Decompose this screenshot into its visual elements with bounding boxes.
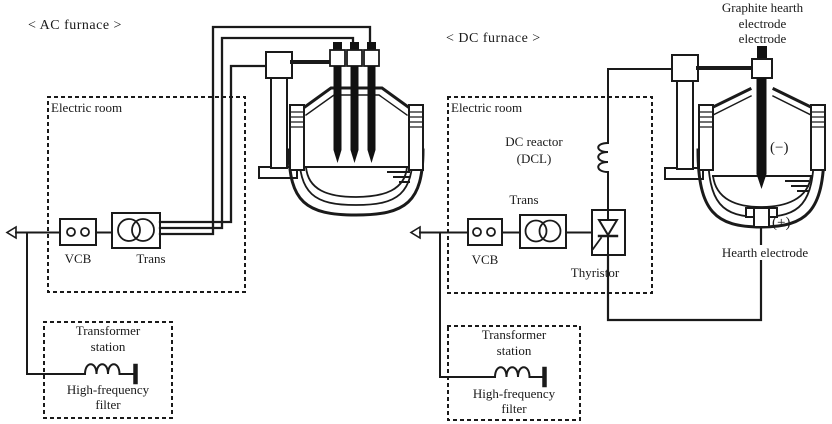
- dc-reactor-coil-icon: [597, 141, 610, 174]
- ac-supply-wires: [15, 231, 113, 375]
- dc-supply-arrow-icon: [409, 225, 421, 240]
- ac-electric-room-box: [47, 96, 246, 293]
- ac-transformer-station-box: [43, 321, 173, 419]
- ac-title: < AC furnace >: [28, 18, 122, 33]
- ac-vcb-label: VCB: [64, 251, 92, 266]
- thyristor-label: Thyristor: [570, 265, 620, 280]
- dc-furnace-vessel: [696, 86, 826, 229]
- dc-electrode-mast: [664, 54, 755, 180]
- dc-transformer-symbol: [519, 214, 567, 249]
- graphite-electrode-label: Graphite hearth electrode electrode: [721, 0, 804, 46]
- dc-thyristor-symbol: [591, 209, 626, 256]
- ac-electrode-mast: [258, 51, 333, 179]
- dc-electric-room-box: [447, 96, 653, 294]
- ac-electric-room-label: Electric room: [51, 100, 123, 115]
- ac-electrodes: [329, 42, 380, 163]
- dc-supply-wires: [419, 231, 593, 378]
- ac-bus-wires: [158, 25, 372, 236]
- hearth-electrode-stub: [745, 207, 778, 228]
- plus-polarity-label: (+): [772, 215, 791, 231]
- dc-trans-label: Trans: [509, 192, 539, 207]
- hearth-electrode-label: Hearth electrode: [702, 245, 828, 260]
- dc-vcb-symbol: [467, 218, 503, 246]
- ac-filter-label: High-frequency filter: [66, 382, 150, 412]
- dc-hearth-return-wire: [606, 225, 763, 322]
- dc-electric-room-label: Electric room: [451, 100, 523, 115]
- dc-title: < DC furnace >: [446, 31, 541, 46]
- dc-bath-level-icon: [785, 180, 809, 192]
- ac-supply-arrow-icon: [5, 225, 17, 240]
- dc-reactor-wire: [597, 68, 673, 211]
- ac-transformer-symbol: [111, 212, 161, 249]
- ac-vcb-symbol: [59, 218, 97, 246]
- ac-trans-label: Trans: [136, 251, 166, 266]
- ac-filter-coil-icon: [83, 363, 138, 385]
- dc-filter-coil-icon: [493, 366, 547, 388]
- minus-polarity-label: (−): [770, 140, 789, 156]
- dc-graphite-electrode: [751, 46, 773, 189]
- ac-bath-level-icon: [387, 171, 410, 183]
- dc-station-label: Transformer station: [481, 327, 547, 358]
- dc-filter-label: High-frequency filter: [472, 386, 556, 416]
- dc-reactor-label: DC reactor (DCL): [505, 134, 563, 166]
- ac-station-label: Transformer station: [75, 323, 141, 354]
- ac-furnace-vessel: [287, 86, 425, 217]
- dc-transformer-station-box: [447, 325, 581, 421]
- dc-vcb-label: VCB: [471, 252, 499, 267]
